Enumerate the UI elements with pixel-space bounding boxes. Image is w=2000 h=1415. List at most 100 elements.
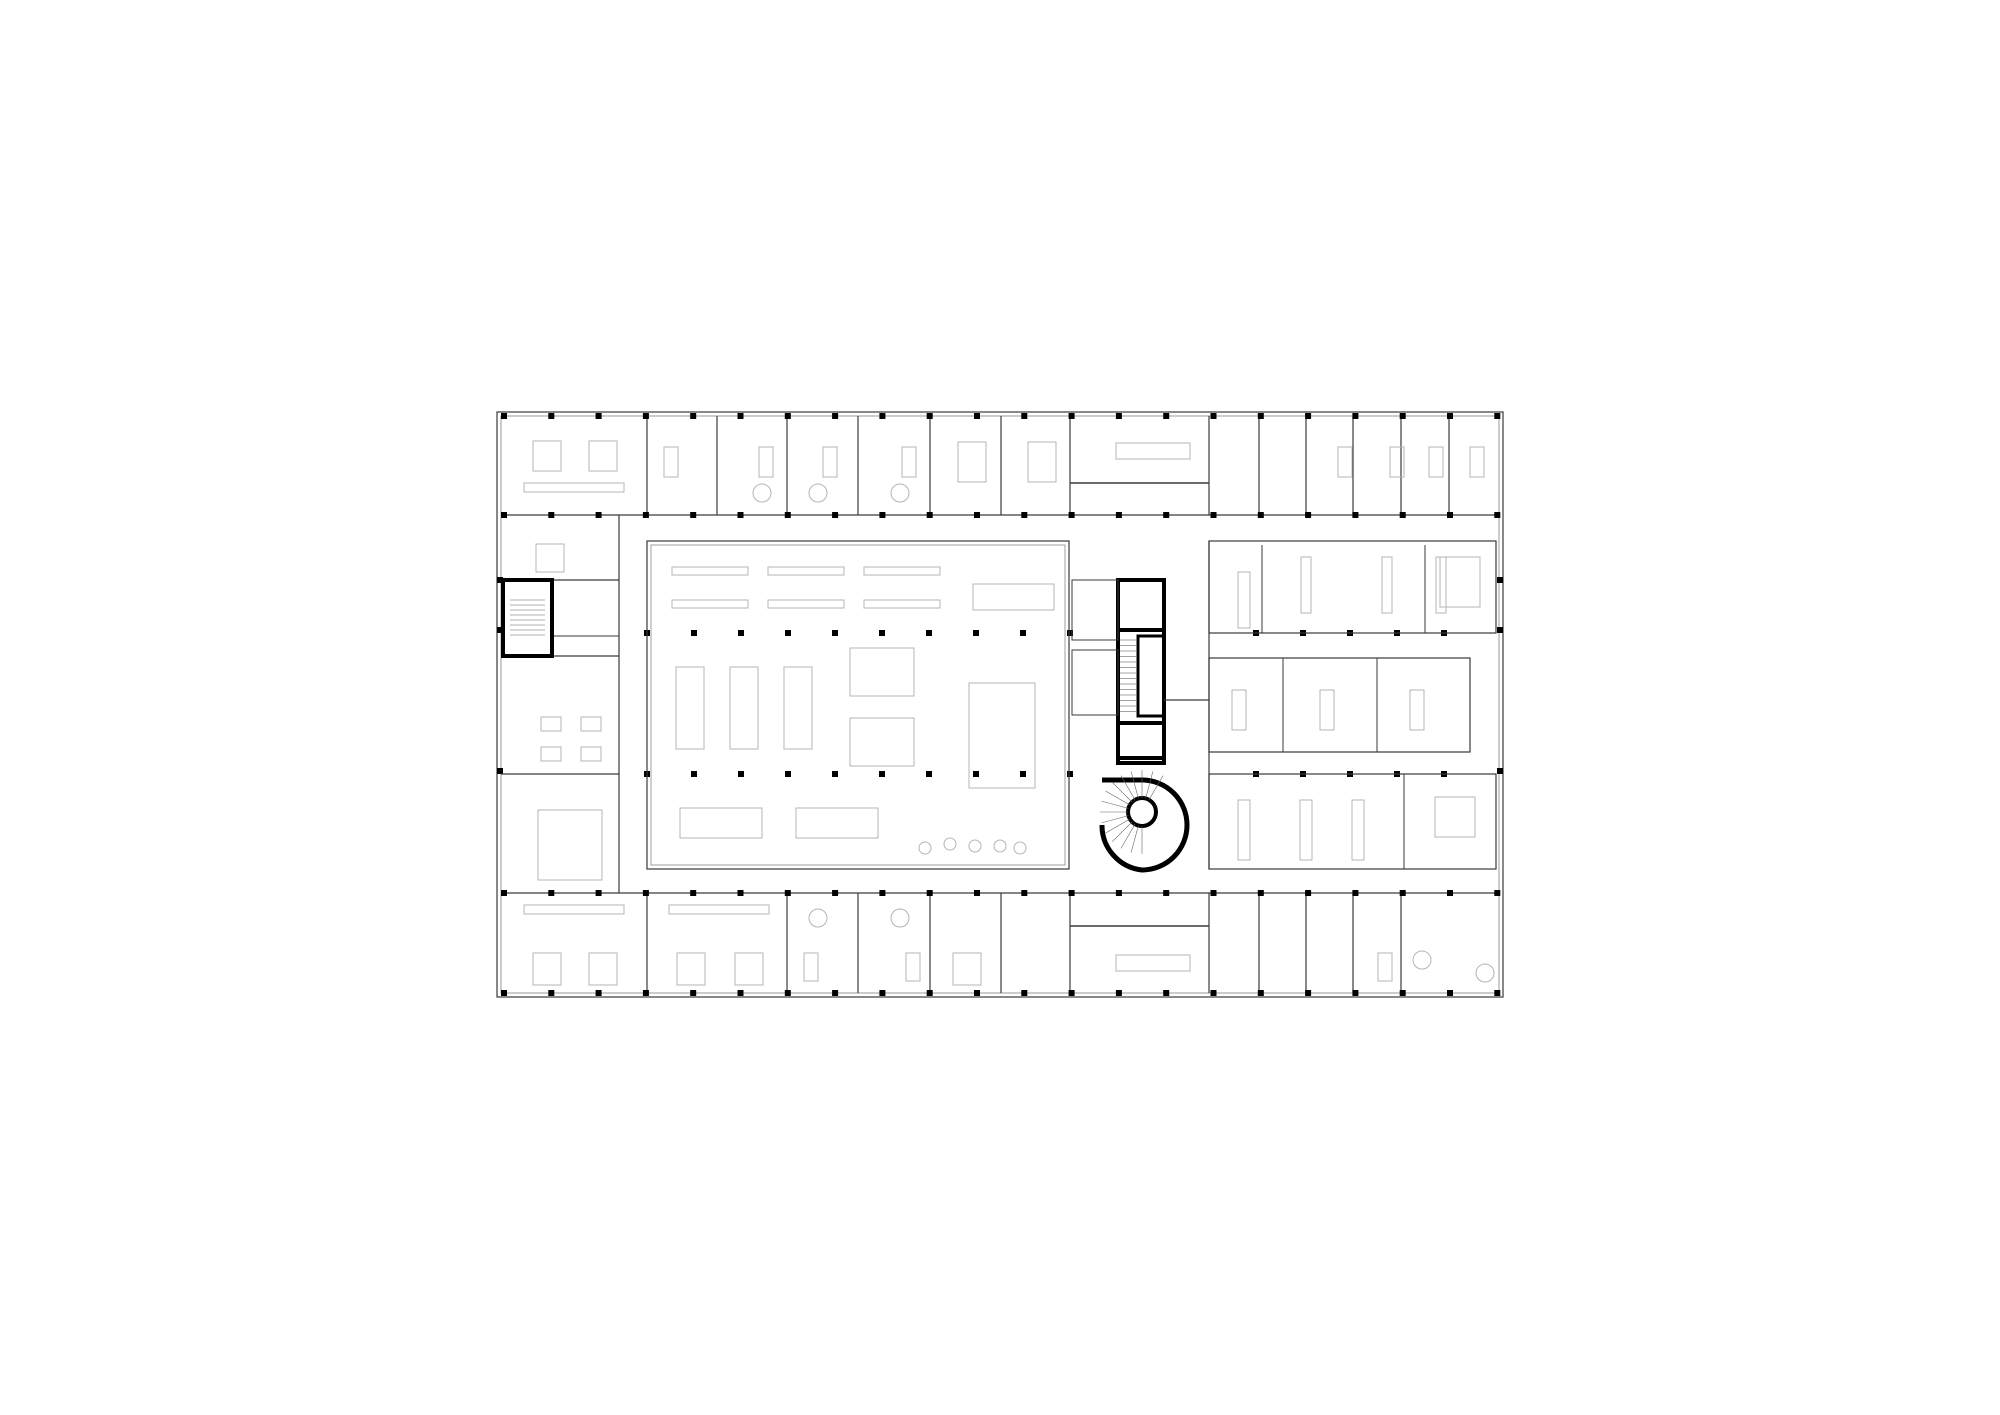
column <box>548 990 555 996</box>
column <box>974 890 980 896</box>
column <box>642 990 649 996</box>
desk <box>676 952 706 986</box>
column <box>879 890 886 896</box>
column <box>1021 413 1028 419</box>
service-room <box>1071 579 1119 641</box>
conference-table <box>537 809 603 881</box>
column <box>1399 413 1406 419</box>
column <box>1305 512 1312 518</box>
column <box>1352 413 1359 419</box>
column <box>595 990 602 996</box>
column <box>973 630 979 636</box>
column <box>501 413 507 419</box>
column <box>1447 413 1453 419</box>
column <box>1352 890 1359 896</box>
column <box>832 512 839 518</box>
column <box>1494 990 1501 996</box>
spiral-stair-newel <box>1126 796 1158 828</box>
column <box>926 413 933 419</box>
desk <box>1300 556 1312 614</box>
desk <box>1389 446 1405 478</box>
lounge-chair <box>968 839 982 853</box>
atrium-wall <box>646 540 1070 870</box>
column <box>1021 512 1028 518</box>
outer-wall <box>496 411 1504 998</box>
desk <box>1428 446 1444 478</box>
column <box>501 990 507 996</box>
column <box>1163 890 1170 896</box>
column <box>690 512 697 518</box>
column <box>1210 990 1217 996</box>
desk <box>822 446 838 478</box>
column <box>1494 413 1501 419</box>
column <box>832 990 839 996</box>
office-block-middle <box>1208 657 1471 753</box>
column <box>497 627 503 633</box>
column <box>926 890 933 896</box>
column <box>737 413 744 419</box>
column <box>926 771 932 777</box>
column <box>1021 890 1028 896</box>
column <box>548 890 555 896</box>
column <box>642 512 649 518</box>
column <box>926 630 932 636</box>
column <box>690 990 697 996</box>
column <box>974 512 980 518</box>
desk <box>1351 799 1365 861</box>
desk <box>532 952 562 986</box>
desk <box>901 446 917 478</box>
stair-tread <box>1105 790 1131 806</box>
column <box>784 990 791 996</box>
stair-core-right <box>1116 628 1166 760</box>
stair-tread <box>1105 818 1131 834</box>
column <box>548 413 555 419</box>
desk <box>1435 556 1447 614</box>
desk <box>952 952 982 986</box>
desk <box>758 446 774 478</box>
column <box>642 413 649 419</box>
column <box>1068 890 1075 896</box>
column <box>1068 512 1075 518</box>
round-table <box>752 483 772 503</box>
column <box>879 413 886 419</box>
lounge-chair <box>918 841 932 855</box>
shelf <box>671 599 749 609</box>
column <box>1210 512 1217 518</box>
column <box>1399 990 1406 996</box>
desk <box>532 440 562 472</box>
desk <box>1337 446 1353 478</box>
desk <box>1469 446 1485 478</box>
stair-tread <box>1101 815 1129 824</box>
shelf <box>523 482 625 493</box>
column <box>879 512 886 518</box>
column <box>785 630 791 636</box>
desk <box>1237 571 1251 629</box>
column <box>785 771 791 777</box>
desk-group <box>729 666 759 750</box>
desk-group <box>783 666 813 750</box>
stair-tread <box>1145 771 1154 799</box>
column <box>1210 413 1217 419</box>
column <box>1067 630 1073 636</box>
column <box>1115 990 1122 996</box>
facade-inner-line <box>500 415 1500 994</box>
spiral-stair-wall <box>1099 777 1190 873</box>
column <box>879 771 885 777</box>
display-table <box>849 647 915 697</box>
column <box>974 990 980 996</box>
round-table <box>1475 963 1495 983</box>
stair-tread <box>1120 823 1136 849</box>
column <box>1257 890 1264 896</box>
table <box>580 746 602 762</box>
desk <box>734 952 764 986</box>
lounge-chair <box>993 839 1007 853</box>
table <box>540 716 562 732</box>
desk <box>1115 954 1191 972</box>
column <box>738 771 744 777</box>
desk <box>663 446 679 478</box>
column <box>1163 413 1170 419</box>
column <box>832 771 838 777</box>
column <box>595 413 602 419</box>
desk <box>1237 799 1251 861</box>
column <box>1305 890 1312 896</box>
